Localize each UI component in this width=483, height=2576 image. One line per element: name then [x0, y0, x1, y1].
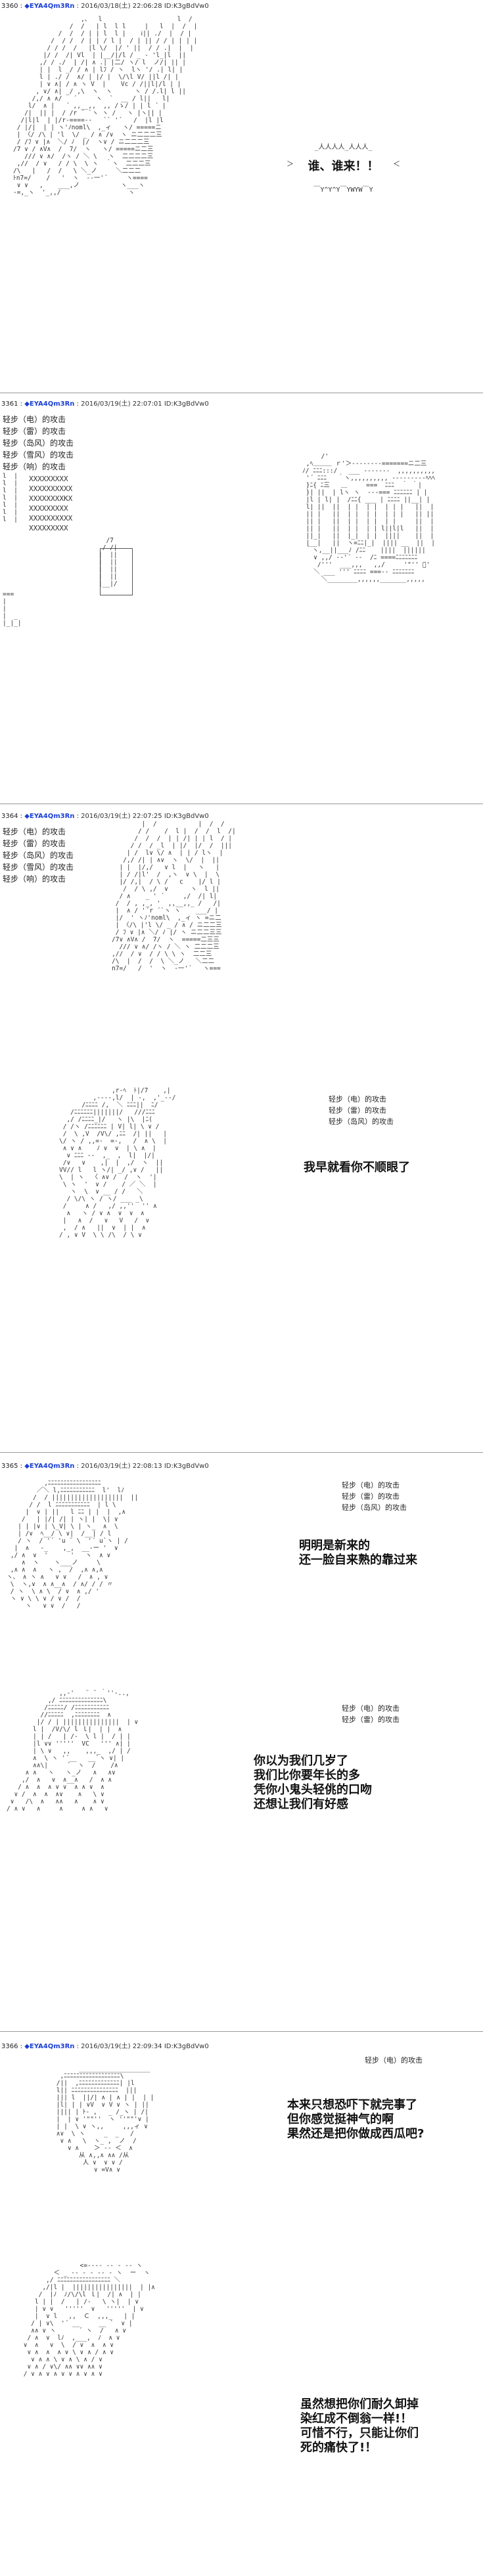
ascii-art-group: ,r-ﾍ ﾄ|/7 ,| ,-‐--,l/ | -, ,'_‐‐/ /ﾆﾆﾆﾆ …: [59, 1087, 176, 1239]
ascii-art-figure: ,ﾆﾆﾆﾆﾆﾆﾆﾆﾆﾆﾆﾆﾆﾆﾆﾆﾆ ／＼ l,ﾆﾆﾆﾆﾆﾆﾆﾆﾆﾆﾆ l' l…: [7, 1480, 139, 1610]
post-number: 3365 :: [1, 1463, 22, 1470]
poster-name[interactable]: ◆EYA4Qm3Rn: [24, 400, 75, 408]
poster-name[interactable]: ◆EYA4Qm3Rn: [24, 813, 75, 820]
post-meta: : 2016/03/19(土) 22:07:01 ID:K3gBdVw0: [76, 400, 209, 408]
post-number: 3366 :: [1, 2043, 22, 2050]
post-meta: : 2016/03/19(土) 22:08:13 ID:K3gBdVw0: [76, 1463, 209, 1470]
attack-line: 轻步（雷）的攻击: [3, 427, 66, 436]
attack-list-2: 轻步（电）的攻击 轻步（雷）的攻击 轻步（岛风）的攻击: [329, 1094, 394, 1127]
attack-list: 轻步（电）的攻击: [365, 2055, 423, 2066]
attack-line: 轻步（电）的攻击: [365, 2056, 423, 2065]
attack-line: 轻步（响）的攻击: [3, 874, 66, 884]
x-row: XXXXXXXXXX: [29, 514, 73, 523]
attack-line: 轻步（电）的攻击: [329, 1095, 386, 1104]
attack-line: 轻步（电）的攻击: [342, 1704, 400, 1713]
post-number: 3360 :: [1, 3, 22, 10]
x-row: XXXXXXXXKX: [29, 494, 73, 503]
shout-text: 谁、谁来！！: [308, 160, 379, 173]
shout-top-border: _人人人人_人人人_: [314, 144, 373, 151]
poster-name[interactable]: ◆EYA4Qm3Rn: [24, 2043, 75, 2050]
speech-line: 虽然想把你们耐久卸掉 染红成不倒翁一样!！ 可惜不行，只能让你们 死的痛快了!！: [300, 2397, 419, 2455]
speech-line: 你以为我们几岁了 我们比你要年长的多 凭你小鬼头轻佻的口吻 还想让我们有好感: [254, 1754, 372, 1811]
attack-list-2: 轻步（电）的攻击 轻步（雷）的攻击: [342, 1703, 400, 1725]
attack-line: 轻步（电）的攻击: [3, 415, 66, 424]
post-number: 3361 :: [1, 400, 22, 408]
attack-line: 轻步（雷）的攻击: [3, 839, 66, 848]
speech-line: 本来只想恐吓下就完事了 但你感觉挺神气的啊 果然还是把你做成西瓜吧?: [287, 2098, 425, 2141]
post-header: 3361 : ◆EYA4Qm3Rn : 2016/03/19(土) 22:07:…: [1, 400, 209, 408]
shout-bubble: _人人人人_人人人_ ＞ 谁、谁来！！ ＜ ￣Y^Y^Y￣YWYW￣Y: [287, 141, 400, 194]
ascii-art-figure-2: ,,‐' ¨ ¨ ｀''‐.., ,/ ﾆﾆﾆﾆﾆﾆﾆﾆﾆﾆﾆﾆﾆﾆ\ /ﾆﾆﾆ…: [7, 1690, 139, 1813]
x-row: XXXXXXXXXX: [29, 484, 73, 493]
attack-line: 轻步（岛风）的攻击: [3, 851, 74, 860]
attack-line: 轻步（雪风）的攻击: [3, 863, 74, 872]
ascii-art-figure: | / | / / / / / l | / / l /| / / / | | /…: [112, 821, 236, 972]
x-row: XXXXXXXXX: [29, 524, 68, 532]
attack-line: 轻步（雷）的攻击: [342, 1715, 400, 1724]
attack-line: 轻步（岛风）的攻击: [329, 1117, 394, 1126]
post-number: 3364 :: [1, 813, 22, 820]
speech-line: 明明是新来的 还一脸自来熟的靠过来: [299, 1539, 417, 1567]
attack-line: 轻步（岛风）的攻击: [3, 439, 74, 448]
post-header: 3364 : ◆EYA4Qm3Rn : 2016/03/19(土) 22:07:…: [1, 813, 209, 821]
attack-line: 轻步（雪风）的攻击: [3, 450, 74, 460]
ascii-art-figure: ___________________ ,ﾆﾆﾆﾆﾆﾆﾆﾆﾆﾆﾆﾆﾆﾆﾆﾆﾆﾆ\…: [56, 2065, 154, 2174]
ascii-art-figure: ,、 l l / / / | l l l | l | / | / / / | |…: [13, 16, 198, 196]
post-divider: [0, 2031, 483, 2032]
x-row: XXXXXXXXX: [29, 475, 68, 483]
post-meta: : 2016/03/18(土) 22:06:28 ID:K3gBdVw0: [76, 3, 209, 10]
attack-line: 轻步（雷）的攻击: [329, 1106, 386, 1115]
attack-list: 轻步（电）的攻击 轻步（雷）的攻击 轻步（岛风）的攻击 轻步（雪风）的攻击 轻步…: [3, 414, 74, 473]
attack-line: 轻步（电）的攻击: [3, 827, 66, 836]
ascii-art-tower: /7 / /| | || | || | || | || |__|/: [99, 537, 118, 588]
post-header: 3365 : ◆EYA4Qm3Rn : 2016/03/19(土) 22:08:…: [1, 1463, 209, 1470]
ascii-art-building: /' ,ﾍ＿＿＿ ｒ'＞--------=======ニ二三 ﾉ/ ﾆﾆﾆ:::…: [302, 453, 436, 583]
ascii-art-bars: l | l | l | l | l | l | l |: [3, 473, 18, 523]
attack-line: 轻步（响）的攻击: [3, 462, 66, 471]
x-grid: XXXXXXXXX XXXXXXXXXX XXXXXXXXKX XXXXXXXX…: [29, 474, 72, 533]
post-divider: [0, 1452, 483, 1453]
post-header: 3360 : ◆EYA4Qm3Rn : 2016/03/18(土) 22:06:…: [1, 3, 209, 11]
attack-line: 轻步（电）的攻击: [342, 1481, 400, 1490]
attack-list: 轻步（电）的攻击 轻步（雷）的攻击 轻步（岛风）的攻击 轻步（雪风）的攻击 轻步…: [3, 826, 74, 885]
attack-line: 轻步（岛风）的攻击: [342, 1503, 407, 1512]
shout-bottom-border: ￣Y^Y^Y￣YWYW￣Y: [313, 186, 373, 194]
post-meta: : 2016/03/19(土) 22:09:34 ID:K3gBdVw0: [76, 2043, 209, 2050]
shout-right-mark: ＜: [393, 160, 400, 168]
attack-list: 轻步（电）的攻击 轻步（雷）的攻击 轻步（岛风）的攻击: [342, 1480, 407, 1513]
poster-name[interactable]: ◆EYA4Qm3Rn: [24, 3, 75, 10]
shout-left-mark: ＞: [287, 160, 294, 168]
ascii-art-figure-2: <=---‐ -- ‐ -‐ ヽ ＜ _ -- ‐ ‐ -- ‐ ヽ ー ヽ ,…: [23, 2262, 155, 2378]
tower-block: [100, 548, 133, 595]
post-meta: : 2016/03/19(土) 22:07:25 ID:K3gBdVw0: [76, 813, 209, 820]
speech-line: 我早就看你不顺眼了: [304, 1161, 410, 1174]
ascii-art-ground: === | | | _ |_|_|: [3, 591, 22, 627]
x-row: XXXXXXXXX: [29, 504, 68, 513]
attack-line: 轻步（雷）的攻击: [342, 1492, 400, 1501]
post-header: 3366 : ◆EYA4Qm3Rn : 2016/03/19(土) 22:09:…: [1, 2043, 209, 2051]
poster-name[interactable]: ◆EYA4Qm3Rn: [24, 1463, 75, 1470]
